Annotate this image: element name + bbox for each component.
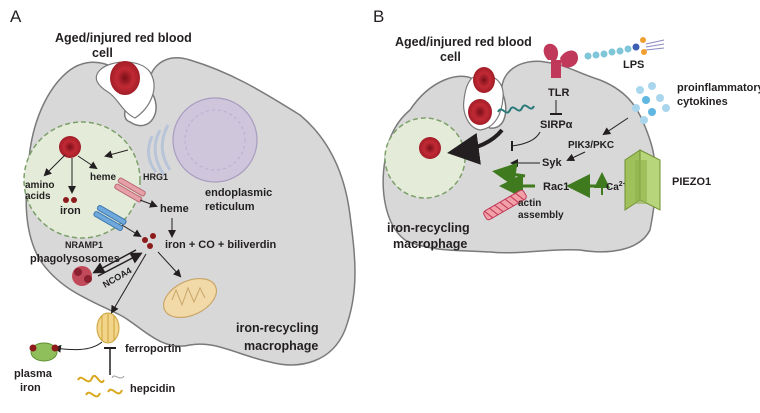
amino-acids-label-1: amino bbox=[25, 180, 54, 191]
hrg1-label: HRG1 bbox=[143, 172, 168, 182]
iron-label: iron bbox=[60, 205, 81, 217]
pik3-label: PIK3/PKC bbox=[568, 140, 614, 151]
tlr-label: TLR bbox=[548, 87, 569, 99]
plasma-iron-transferrin bbox=[29, 342, 59, 362]
nramp1-label: NRAMP1 bbox=[65, 240, 103, 250]
sirpa-label: SIRPα bbox=[540, 119, 573, 131]
sirpa-inhibition bbox=[511, 131, 541, 147]
endoplasmic-reticulum bbox=[147, 97, 258, 183]
iron-cluster bbox=[142, 233, 156, 249]
er-label-1: endoplasmic bbox=[205, 187, 272, 199]
rbc-aged-b-1 bbox=[473, 67, 495, 93]
rbc-aged-b-2 bbox=[468, 99, 492, 125]
heme-outer-label: heme bbox=[160, 203, 189, 215]
lps-molecule bbox=[584, 37, 665, 60]
sirpa-receptor bbox=[497, 104, 535, 114]
panel-a-letter: A bbox=[10, 7, 22, 26]
tlr-receptor bbox=[543, 43, 578, 78]
cytokines-label-2: cytokines bbox=[677, 96, 728, 108]
plasma-iron-label-2: iron bbox=[20, 382, 41, 394]
lps-label: LPS bbox=[623, 59, 644, 71]
cytokine-dots bbox=[632, 82, 670, 124]
piezo1-channel bbox=[624, 149, 661, 211]
iron-dots-inner bbox=[63, 197, 77, 203]
arrow-er-to-phago bbox=[104, 149, 129, 159]
cytokines-label-1: proinflammatory bbox=[677, 82, 760, 94]
rbc-in-phagolysosome-b bbox=[419, 137, 441, 159]
arrow-cytokines-to-pik3 bbox=[602, 117, 629, 136]
panel-a-title-1: Aged/injured red blood bbox=[55, 31, 192, 45]
phagolysosomes-label: phagolysosomes bbox=[30, 253, 120, 265]
rbc-aged-a bbox=[110, 61, 140, 95]
rac1-label: Rac1 bbox=[543, 181, 569, 193]
hepcidin-peptides bbox=[77, 375, 125, 398]
arrow-nramp-to-iron bbox=[121, 224, 142, 238]
panel-b-letter: B bbox=[373, 7, 384, 26]
panel-b-title-2: cell bbox=[440, 50, 461, 64]
arrow-iron-to-ferritin bbox=[92, 249, 137, 274]
calcium-label: Ca2+ bbox=[606, 181, 627, 193]
arrow-iron-to-ferroportin bbox=[110, 253, 147, 314]
actin-label-2: assembly bbox=[518, 210, 564, 221]
products-label: iron + CO + biliverdin bbox=[165, 239, 277, 251]
rbc-in-phagolysosome-a bbox=[59, 136, 81, 158]
macrophage-b-label-2: macrophage bbox=[393, 237, 467, 251]
ferritin-cluster bbox=[72, 266, 92, 286]
mitochondrion bbox=[163, 277, 217, 319]
arrow-ferritin-to-iron bbox=[97, 252, 143, 277]
panel-a-title-2: cell bbox=[92, 46, 113, 60]
er-label-2: reticulum bbox=[205, 201, 255, 213]
arrow-hrg1-to-heme bbox=[139, 199, 158, 208]
macrophage-a-label-1: iron-recycling bbox=[236, 321, 319, 335]
actin-label-1: actin bbox=[518, 198, 541, 209]
arrow-to-plasma-iron bbox=[53, 341, 103, 353]
hrg1-transporter bbox=[114, 177, 146, 203]
ferroportin-transporter bbox=[96, 312, 120, 344]
actin-filament bbox=[483, 189, 527, 221]
phagolysosome-b bbox=[384, 117, 466, 199]
ferroportin-label: ferroportin bbox=[125, 343, 182, 355]
panel-b-title-1: Aged/injured red blood bbox=[395, 35, 532, 49]
arrow-iron-to-mito bbox=[157, 251, 182, 278]
syk-label: Syk bbox=[542, 157, 562, 169]
plasma-iron-label-1: plasma bbox=[14, 368, 53, 380]
macrophage-b-body bbox=[382, 60, 657, 254]
arrow-rbc-to-amino bbox=[43, 154, 66, 177]
macrophage-b-label-1: iron-recycling bbox=[387, 221, 470, 235]
amino-acids-label-2: acids bbox=[25, 191, 51, 202]
heme-inner-label: heme bbox=[90, 172, 117, 183]
piezo1-label: PIEZO1 bbox=[672, 176, 711, 188]
nramp1-transporter bbox=[93, 205, 127, 231]
engulfment-arrow bbox=[447, 128, 504, 165]
hepcidin-label: hepcidin bbox=[130, 383, 176, 395]
macrophage-a-label-2: macrophage bbox=[244, 339, 318, 353]
arrow-rbc-to-heme bbox=[77, 155, 98, 170]
arrow-pik3-to-syk bbox=[566, 151, 586, 162]
